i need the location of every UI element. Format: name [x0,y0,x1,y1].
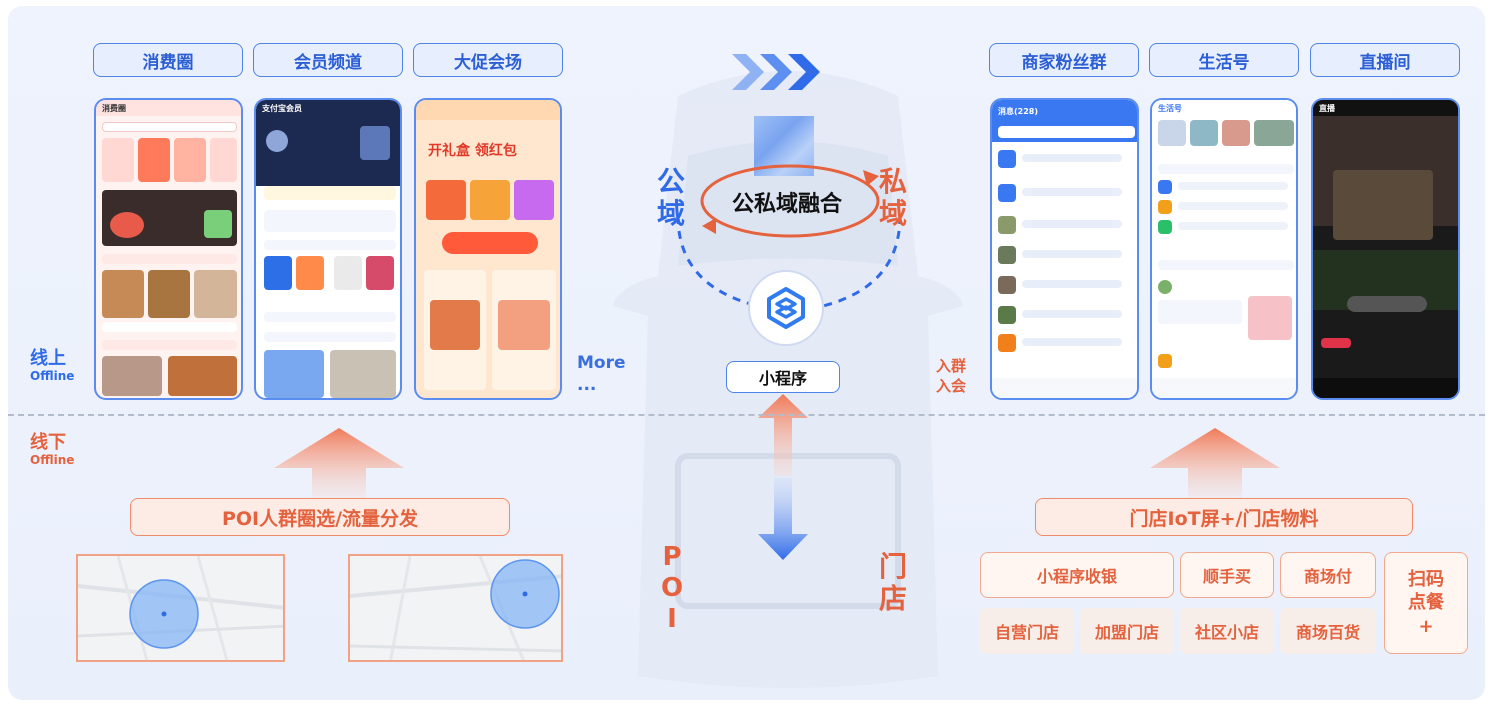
join-group-label: 入群 入会 [936,356,966,397]
mini-program-icon [767,287,805,329]
online-label-en: Offline [30,369,75,383]
vertical-double-arrow [758,394,808,560]
offline-label: 线下 Offline [30,432,75,467]
phone-title: 开礼盒 领红包 [428,143,517,159]
tab-life-account: 生活号 [1149,43,1299,77]
phone-screen-life-account: 生活号 [1150,98,1298,400]
scan-line1: 扫码 [1408,568,1444,590]
scenario-department-store: 商场百货 [1280,608,1376,654]
map-right-drawing [350,556,561,660]
phone-screen-member-channel: 支付宝会员 [254,98,402,400]
diagram-canvas: 消费圈 会员频道 大促会场 商家粉丝群 生活号 直播间 消费圈 支付宝会员 [8,6,1485,700]
iot-screen-bar: 门店IoT屏+/门店物料 [1035,498,1413,536]
fusion-cycle-diagram [676,164,902,308]
tab-merchant-fan-group: 商家粉丝群 [989,43,1139,77]
chevrons-icon [732,54,820,90]
public-domain-label: 公域 [656,165,685,231]
tab-promo-venue: 大促会场 [413,43,563,77]
tab-live-room: 直播间 [1310,43,1460,77]
tab-member-channel: 会员频道 [253,43,403,77]
phone-title: 生活号 [1152,100,1296,116]
scenario-mall-pay: 商场付 [1280,552,1376,598]
map-thumbnail-left [76,554,285,662]
map-thumbnail-right [348,554,563,662]
join-group-line1: 入群 [936,357,967,375]
offline-label-en: Offline [30,453,75,467]
phone-screen-consumer-circle: 消费圈 [94,98,243,400]
up-arrow-left [274,428,404,500]
more-text: More [577,353,626,373]
phone-title: 直播 [1313,100,1458,116]
phone-title: 支付宝会员 [256,100,400,116]
scenario-convenient-buy: 顺手买 [1180,552,1274,598]
phone-title: 消息(228) [992,100,1137,122]
scenario-scan-to-order: 扫码 点餐 + [1384,552,1468,654]
phone-title: 消费圈 [96,100,241,116]
more-ellipsis: ... [577,375,597,396]
scenario-self-owned-store: 自营门店 [980,608,1074,654]
tab-consumer-circle: 消费圈 [93,43,243,77]
online-label: 线上 Offline [30,348,75,383]
scan-line3: + [1418,615,1434,637]
online-label-zh: 线上 [30,348,66,369]
mini-program-label: 小程序 [726,361,840,393]
online-offline-divider [8,414,1485,416]
poi-label: POI [660,542,684,635]
scenario-community-store: 社区小店 [1180,608,1274,654]
poi-targeting-bar: POI人群圈选/流量分发 [130,498,510,536]
scenario-mini-program-cashier: 小程序收银 [980,552,1174,598]
private-domain-label: 私域 [878,165,907,231]
phone-screen-live-room: 直播 [1311,98,1460,400]
scan-line2: 点餐 [1408,592,1444,614]
phone-screen-promo-venue: 开礼盒 领红包 [414,98,562,400]
map-left-drawing [78,556,283,660]
store-label: 门店 [878,550,907,616]
mini-program-logo [748,270,824,346]
offline-label-zh: 线下 [30,432,66,453]
phone-screen-merchant-fan-group: 消息(228) [990,98,1139,400]
join-group-line2: 入会 [936,377,967,396]
scenario-franchise-store: 加盟门店 [1080,608,1174,654]
up-arrow-right [1150,428,1280,500]
fusion-label: 公私域融合 [731,192,842,217]
more-indicator: More ... [577,352,626,396]
